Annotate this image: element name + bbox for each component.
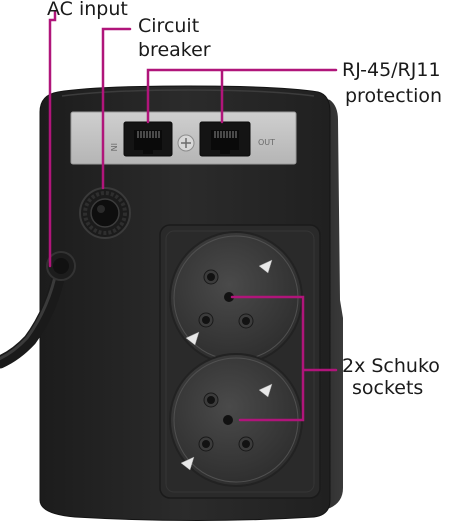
top-rim-highlight	[61, 89, 315, 97]
rj-out-print: OUT	[258, 138, 275, 147]
ac-input-cable	[0, 251, 76, 369]
label-ac-input: AC input	[47, 0, 128, 20]
leader-circuit-breaker	[101, 27, 132, 190]
callout-leader-lines	[48, 10, 338, 422]
label-circuit-breaker-line2: breaker	[138, 39, 211, 61]
rj-port-in[interactable]	[123, 121, 173, 157]
label-circuit-breaker-line1: Circuit	[138, 15, 200, 37]
screw-icon	[177, 134, 195, 152]
rj-in-print: IN	[109, 143, 118, 151]
leader-ac-input	[48, 10, 57, 268]
rj-port-out[interactable]	[199, 121, 251, 157]
label-schuko-line2: sockets	[352, 377, 424, 399]
label-rj-protection-line1: RJ-45/RJ11	[342, 59, 441, 81]
leader-rj-protection	[146, 68, 338, 124]
label-schuko-line1: 2x Schuko	[342, 355, 440, 377]
leader-schuko-sockets	[230, 295, 338, 422]
circuit-breaker-button[interactable]	[79, 187, 131, 239]
label-rj-protection-line2: protection	[345, 85, 443, 107]
